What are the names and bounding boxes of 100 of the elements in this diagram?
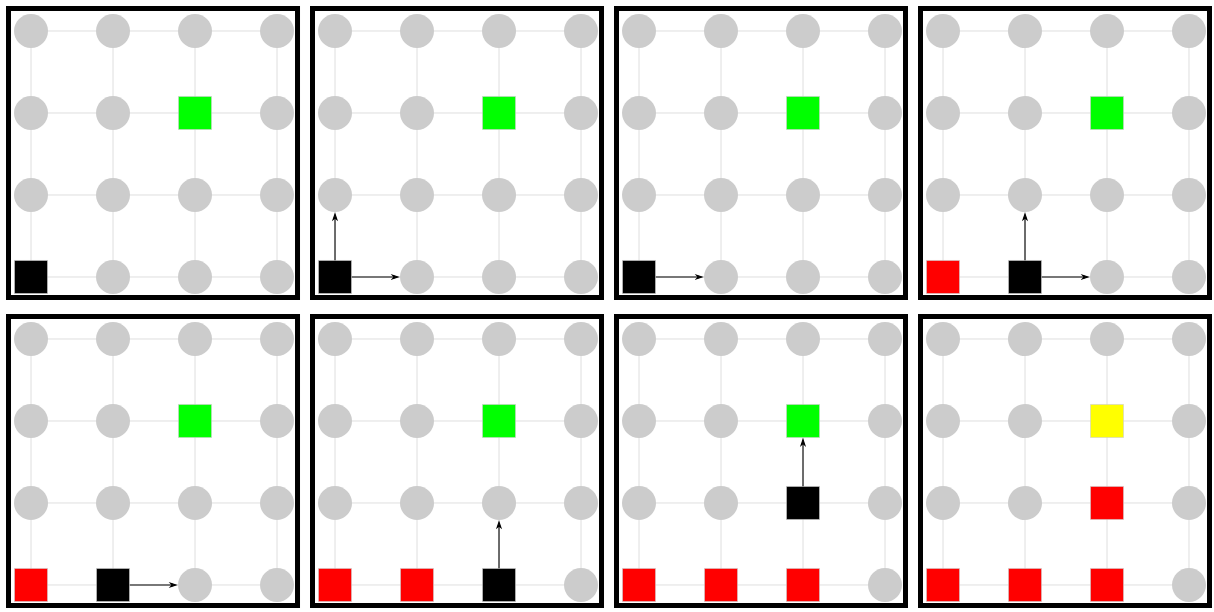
square-marker <box>482 96 516 130</box>
grid-dot <box>1172 404 1206 438</box>
grid-dot <box>564 96 598 130</box>
grid-dot <box>1172 322 1206 356</box>
grid-panel <box>614 314 908 608</box>
grid-dot <box>482 260 516 294</box>
grid-dot <box>868 486 902 520</box>
grid-dot <box>260 486 294 520</box>
grid-dot <box>400 486 434 520</box>
grid-dot <box>926 178 960 212</box>
grid-dot <box>96 178 130 212</box>
grid-dot <box>14 486 48 520</box>
grid-dot <box>14 322 48 356</box>
grid-dot <box>786 260 820 294</box>
grid-dot <box>260 178 294 212</box>
grid-dot <box>1008 14 1042 48</box>
grid-dot <box>14 14 48 48</box>
square-marker <box>1090 96 1124 130</box>
grid-dot <box>482 178 516 212</box>
grid-dot <box>400 404 434 438</box>
grid-dot <box>704 14 738 48</box>
square-marker <box>318 568 352 602</box>
grid-dot <box>318 96 352 130</box>
grid-dot <box>400 322 434 356</box>
grid-dot <box>400 96 434 130</box>
grid-dot <box>14 178 48 212</box>
grid-dot <box>868 404 902 438</box>
grid-dot <box>564 178 598 212</box>
grid-dot <box>564 14 598 48</box>
grid-dot <box>482 486 516 520</box>
grid-dot <box>868 178 902 212</box>
grid-dot <box>926 14 960 48</box>
square-marker <box>1008 260 1042 294</box>
grid-dot <box>96 322 130 356</box>
grid-panel <box>310 314 604 608</box>
grid-dot <box>564 260 598 294</box>
grid-panel <box>310 6 604 300</box>
grid-dot <box>1008 96 1042 130</box>
grid-dot <box>1172 178 1206 212</box>
grid-dot <box>178 568 212 602</box>
square-marker <box>14 568 48 602</box>
square-marker <box>786 96 820 130</box>
grid-dot <box>564 322 598 356</box>
grid-dot <box>622 322 656 356</box>
grid-dot <box>868 260 902 294</box>
grid-dot <box>400 178 434 212</box>
grid-dot <box>318 14 352 48</box>
grid-dot <box>260 404 294 438</box>
grid-dot <box>622 14 656 48</box>
grid-panel <box>6 6 300 300</box>
grid-dot <box>704 260 738 294</box>
square-marker <box>14 260 48 294</box>
grid-dot <box>400 260 434 294</box>
grid-dot <box>1090 260 1124 294</box>
grid-dot <box>868 568 902 602</box>
square-marker <box>704 568 738 602</box>
grid-dot <box>96 404 130 438</box>
square-marker <box>622 260 656 294</box>
grid-dot <box>1008 486 1042 520</box>
grid-dot <box>96 96 130 130</box>
grid-dot <box>260 14 294 48</box>
grid-dot <box>14 96 48 130</box>
square-marker <box>482 404 516 438</box>
grid-dot <box>868 96 902 130</box>
grid-dot <box>704 96 738 130</box>
grid-dot <box>926 404 960 438</box>
grid-dot <box>704 486 738 520</box>
grid-dot <box>926 322 960 356</box>
grid-dot <box>178 322 212 356</box>
grid-dot <box>1008 404 1042 438</box>
grid-dot <box>482 14 516 48</box>
grid-dot <box>1172 96 1206 130</box>
grid-dot <box>1008 178 1042 212</box>
square-marker <box>1090 568 1124 602</box>
grid-dot <box>622 178 656 212</box>
square-marker <box>400 568 434 602</box>
grid-dot <box>96 14 130 48</box>
grid-dot <box>926 486 960 520</box>
grid-dot <box>622 486 656 520</box>
grid-dot <box>868 14 902 48</box>
grid-panel <box>6 314 300 608</box>
grid-panel <box>614 6 908 300</box>
square-marker <box>178 96 212 130</box>
grid-dot <box>14 404 48 438</box>
grid-dot <box>178 178 212 212</box>
square-marker <box>622 568 656 602</box>
grid-dot <box>178 14 212 48</box>
grid-dot <box>1090 178 1124 212</box>
grid-dot <box>704 322 738 356</box>
grid-dot <box>704 404 738 438</box>
grid-dot <box>1172 260 1206 294</box>
grid-dot <box>786 178 820 212</box>
grid-dot <box>1172 568 1206 602</box>
grid-dot <box>622 96 656 130</box>
square-marker <box>786 568 820 602</box>
grid-dot <box>400 14 434 48</box>
grid-dot <box>1090 322 1124 356</box>
square-marker <box>786 486 820 520</box>
grid-dot <box>318 322 352 356</box>
grid-dot <box>96 486 130 520</box>
